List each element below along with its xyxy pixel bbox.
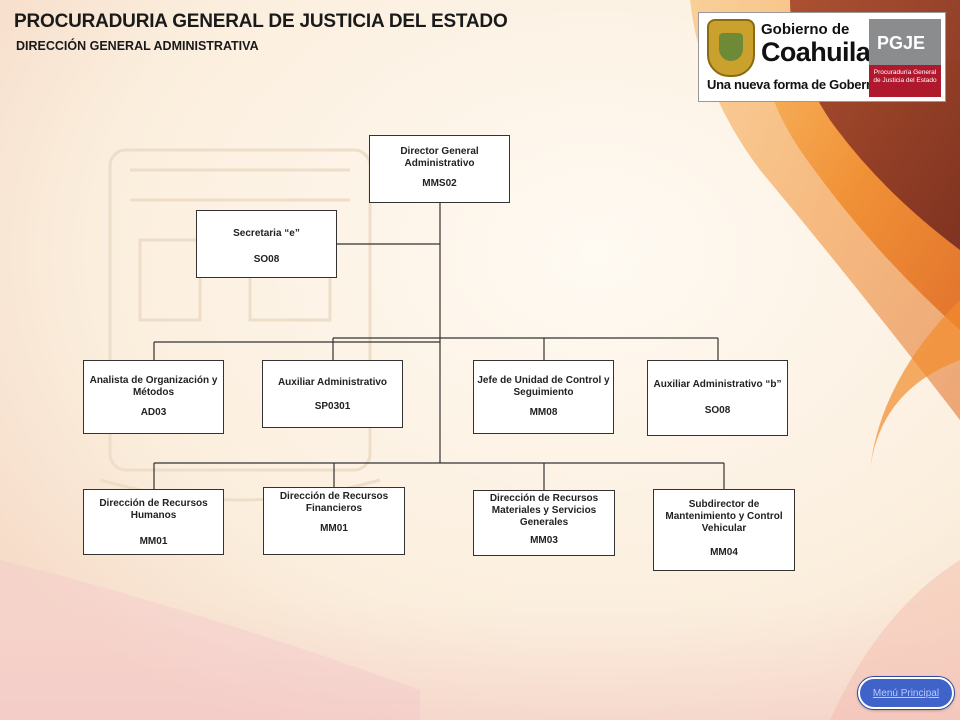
pgje-logo: PGJE Procuraduría General de Justicia de…: [869, 19, 941, 97]
logo-line-1: Gobierno de: [761, 21, 850, 38]
page-subtitle: DIRECCIÓN GENERAL ADMINISTRATIVA: [16, 39, 259, 53]
org-box-recursos-humanos: Dirección de Recursos Humanos MM01: [83, 489, 224, 555]
org-box-jefe-unidad-control: Jefe de Unidad de Control y Seguimiento …: [473, 360, 614, 434]
org-box-title: Director General Administrativo: [400, 146, 479, 169]
government-logo: Gobierno de Coahuila Una nueva forma de …: [698, 12, 946, 102]
pgje-subtitle: Procuraduría General de Justicia del Est…: [873, 69, 937, 84]
logo-motto: Una nueva forma de Gobernar: [707, 77, 886, 92]
org-box-code: SO08: [253, 254, 280, 265]
org-box-title: Dirección de Recursos Financieros: [279, 491, 389, 514]
org-box-code: MM01: [320, 523, 348, 534]
pgje-red-band: [869, 65, 941, 97]
org-box-analista: Analista de Organización y Métodos AD03: [83, 360, 224, 434]
org-box-title: Dirección de Recursos Materiales y Servi…: [489, 493, 599, 528]
org-box-director: Director General Administrativo MMS02: [369, 135, 510, 203]
org-box-code: MM03: [530, 535, 558, 546]
org-box-secretaria: Secretaria “e” SO08: [196, 210, 337, 278]
org-box-recursos-financieros: Dirección de Recursos Financieros MM01: [263, 487, 405, 555]
coat-of-arms-icon: [707, 19, 755, 77]
org-box-code: MM08: [529, 407, 558, 418]
org-box-recursos-materiales: Dirección de Recursos Materiales y Servi…: [473, 490, 615, 556]
logo-line-2: Coahuila: [761, 37, 871, 67]
org-box-title: Subdirector de Mantenimiento y Control V…: [665, 499, 783, 534]
org-box-code: MM04: [710, 547, 738, 558]
org-box-code: SP0301: [314, 401, 351, 412]
org-box-title: Jefe de Unidad de Control y Seguimiento: [477, 375, 610, 398]
org-box-code: MM01: [139, 536, 168, 547]
page-title: PROCURADURIA GENERAL DE JUSTICIA DEL EST…: [14, 11, 508, 32]
org-box-auxiliar-administrativo: Auxiliar Administrativo SP0301: [262, 360, 403, 428]
org-box-title: Analista de Organización y Métodos: [89, 375, 218, 398]
org-box-title: Auxiliar Administrativo “b”: [653, 379, 782, 390]
org-box-mantenimiento-control-vehicular: Subdirector de Mantenimiento y Control V…: [653, 489, 795, 571]
org-box-auxiliar-administrativo-b: Auxiliar Administrativo “b” SO08: [647, 360, 788, 436]
pgje-acronym: PGJE: [877, 33, 926, 53]
org-box-title: Secretaria “e”: [233, 228, 300, 239]
org-box-title: Dirección de Recursos Humanos: [99, 498, 208, 521]
org-box-code: MMS02: [422, 178, 457, 189]
main-menu-button[interactable]: Menú Principal: [858, 677, 954, 709]
org-box-title: Auxiliar Administrativo: [277, 377, 388, 388]
org-box-code: AD03: [140, 407, 167, 418]
org-box-code: SO08: [704, 405, 731, 416]
